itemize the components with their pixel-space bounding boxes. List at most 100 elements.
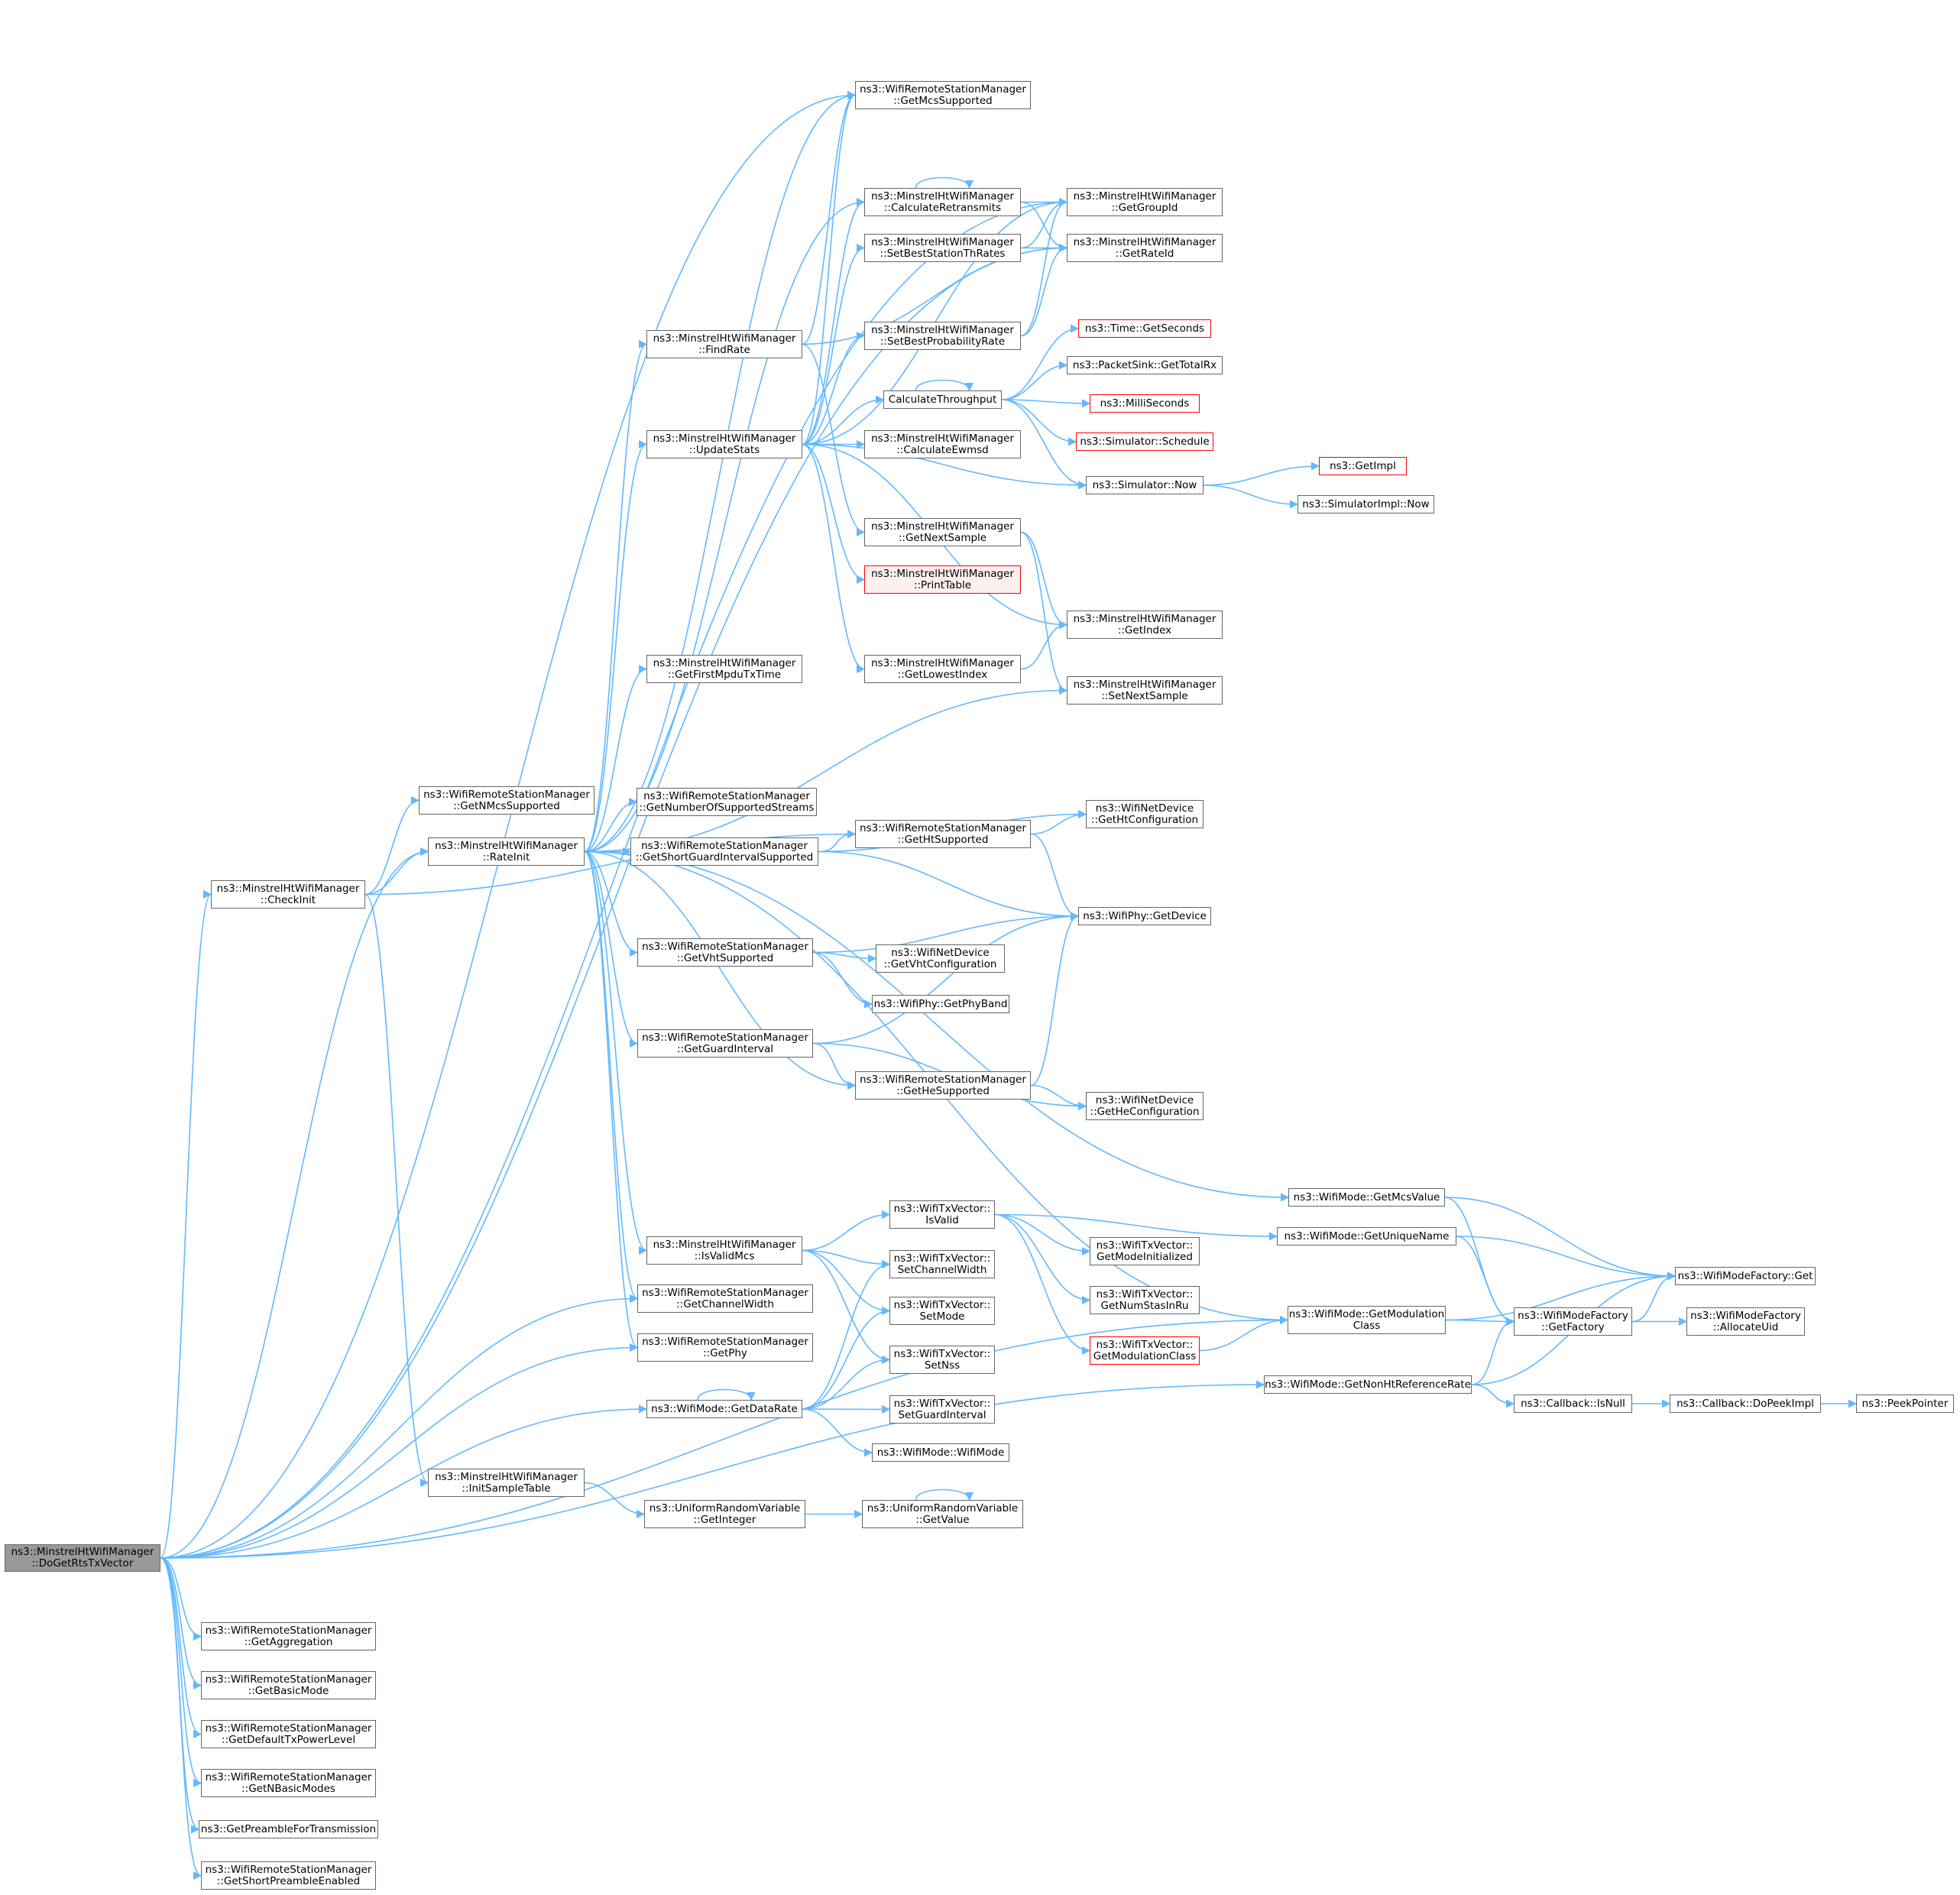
node-calculate-throughput[interactable]: CalculateThroughput — [883, 390, 1002, 409]
node-get-modulation-class-tx[interactable]: ns3::WifiTxVector:: GetModulationClass — [1090, 1336, 1200, 1365]
node-init-sample-table[interactable]: ns3::MinstrelHtWifiManager ::InitSampleT… — [428, 1469, 585, 1497]
node-get-channel-width[interactable]: ns3::WifiRemoteStationManager ::GetChann… — [637, 1284, 813, 1313]
node-get-ht-configuration[interactable]: ns3::WifiNetDevice ::GetHtConfiguration — [1086, 800, 1204, 828]
call-edge — [584, 664, 648, 853]
node-calculate-retransmits[interactable]: ns3::MinstrelHtWifiManager ::CalculateRe… — [864, 188, 1021, 216]
node-get-group-id[interactable]: ns3::MinstrelHtWifiManager ::GetGroupId — [1067, 188, 1223, 216]
node-txvector-is-valid[interactable]: ns3::WifiTxVector:: IsValid — [889, 1200, 995, 1229]
node-get-phy[interactable]: ns3::WifiRemoteStationManager ::GetPhy — [637, 1333, 813, 1362]
node-set-best-station-th-rates[interactable]: ns3::MinstrelHtWifiManager ::SetBestStat… — [864, 234, 1021, 262]
call-edge — [1444, 1197, 1515, 1326]
node-wifi-mode-ctor[interactable]: ns3::WifiMode::WifiMode — [872, 1443, 1009, 1462]
node-print-table[interactable]: ns3::MinstrelHtWifiManager ::PrintTable — [864, 565, 1021, 594]
node-get-short-guard-interval-supported[interactable]: ns3::WifiRemoteStationManager ::GetShort… — [630, 837, 818, 866]
node-urv-get-value[interactable]: ns3::UniformRandomVariable ::GetValue — [862, 1500, 1023, 1528]
call-edge — [802, 395, 885, 445]
node-get-he-supported[interactable]: ns3::WifiRemoteStationManager ::GetHeSup… — [855, 1071, 1031, 1100]
call-edge — [994, 1213, 1091, 1305]
node-packetsink-get-total-rx[interactable]: ns3::PacketSink::GetTotalRx — [1067, 356, 1223, 374]
call-edge — [584, 340, 648, 853]
node-get-mcs-supported[interactable]: ns3::WifiRemoteStationManager ::GetMcsSu… — [855, 81, 1031, 109]
node-update-stats[interactable]: ns3::MinstrelHtWifiManager ::UpdateStats — [646, 430, 802, 458]
node-set-guard-interval[interactable]: ns3::WifiTxVector:: SetGuardInterval — [889, 1395, 995, 1424]
call-edge — [1471, 1317, 1515, 1385]
node-get-impl[interactable]: ns3::GetImpl — [1319, 457, 1407, 475]
node-get-preamble-for-transmission[interactable]: ns3::GetPreambleForTransmission — [199, 1820, 378, 1838]
call-edge — [1199, 1315, 1289, 1352]
node-wifi-mode-factory-get-factory[interactable]: ns3::WifiModeFactory ::GetFactory — [1514, 1307, 1632, 1336]
call-edge — [697, 1388, 756, 1401]
call-edge — [1020, 531, 1068, 695]
node-time-get-seconds[interactable]: ns3::Time::GetSeconds — [1078, 319, 1211, 338]
node-get-index[interactable]: ns3::MinstrelHtWifiManager ::GetIndex — [1067, 611, 1223, 639]
call-edge — [994, 1213, 1278, 1241]
node-get-aggregation[interactable]: ns3::WifiRemoteStationManager ::GetAggre… — [201, 1622, 376, 1650]
node-get-phy-band[interactable]: ns3::WifiPhy::GetPhyBand — [872, 995, 1009, 1013]
node-get-short-preamble-enabled[interactable]: ns3::WifiRemoteStationManager ::GetShort… — [201, 1861, 376, 1890]
call-edge — [1030, 912, 1080, 1087]
call-edge — [802, 443, 1087, 490]
call-edge — [584, 850, 639, 1048]
node-get-ht-supported[interactable]: ns3::WifiRemoteStationManager ::GetHtSup… — [855, 820, 1031, 848]
node-check-init[interactable]: ns3::MinstrelHtWifiManager ::CheckInit — [211, 880, 365, 909]
node-is-valid-mcs[interactable]: ns3::MinstrelHtWifiManager ::IsValidMcs — [646, 1236, 802, 1265]
call-edge — [812, 1042, 857, 1090]
node-get-mcs-value[interactable]: ns3::WifiMode::GetMcsValue — [1288, 1188, 1445, 1207]
node-get-modulation-class[interactable]: ns3::WifiMode::GetModulation Class — [1288, 1306, 1446, 1334]
call-edge — [364, 829, 857, 896]
call-edge — [584, 440, 648, 853]
node-get-data-rate[interactable]: ns3::WifiMode::GetDataRate — [646, 1400, 802, 1418]
node-simulator-now[interactable]: ns3::Simulator::Now — [1086, 476, 1204, 494]
node-set-next-sample[interactable]: ns3::MinstrelHtWifiManager ::SetNextSamp… — [1067, 676, 1223, 705]
call-edge — [584, 1482, 646, 1519]
node-simulator-impl-now[interactable]: ns3::SimulatorImpl::Now — [1297, 495, 1434, 513]
node-callback-do-peek-impl[interactable]: ns3::Callback::DoPeekImpl — [1670, 1395, 1821, 1413]
call-edge — [1456, 1236, 1677, 1281]
node-allocate-uid[interactable]: ns3::WifiModeFactory ::AllocateUid — [1686, 1307, 1805, 1336]
call-edge — [160, 890, 212, 1559]
node-find-rate[interactable]: ns3::MinstrelHtWifiManager ::FindRate — [646, 330, 802, 358]
node-get-first-mpdu-tx-time[interactable]: ns3::MinstrelHtWifiManager ::GetFirstMpd… — [646, 655, 802, 683]
node-get-nmcs-supported[interactable]: ns3::WifiRemoteStationManager ::GetNMcsS… — [419, 786, 594, 815]
node-get-mode-initialized[interactable]: ns3::WifiTxVector:: GetModeInitialized — [1090, 1237, 1200, 1265]
node-wifi-mode-factory-get[interactable]: ns3::WifiModeFactory::Get — [1675, 1267, 1816, 1285]
node-get-basic-mode[interactable]: ns3::WifiRemoteStationManager ::GetBasic… — [201, 1671, 376, 1699]
node-get-non-ht-reference-rate[interactable]: ns3::WifiMode::GetNonHtReferenceRate — [1264, 1375, 1472, 1394]
node-urv-get-integer[interactable]: ns3::UniformRandomVariable ::GetInteger — [644, 1500, 805, 1528]
node-peek-pointer[interactable]: ns3::PeekPointer — [1856, 1395, 1954, 1413]
node-get-vht-configuration[interactable]: ns3::WifiNetDevice ::GetVhtConfiguration — [876, 944, 1005, 973]
node-get-rate-id[interactable]: ns3::MinstrelHtWifiManager ::GetRateId — [1067, 234, 1223, 262]
call-edge — [1001, 361, 1068, 400]
node-set-channel-width[interactable]: ns3::WifiTxVector:: SetChannelWidth — [889, 1250, 995, 1278]
node-get-n-basic-modes[interactable]: ns3::WifiRemoteStationManager ::GetNBasi… — [201, 1769, 376, 1797]
node-get-guard-interval[interactable]: ns3::WifiRemoteStationManager ::GetGuard… — [637, 1029, 813, 1058]
node-calculate-ewmsd[interactable]: ns3::MinstrelHtWifiManager ::CalculateEw… — [864, 430, 1021, 458]
node-rate-init[interactable]: ns3::MinstrelHtWifiManager ::RateInit — [428, 837, 585, 866]
node-get-next-sample[interactable]: ns3::MinstrelHtWifiManager ::GetNextSamp… — [864, 518, 1021, 546]
node-callback-is-null[interactable]: ns3::Callback::IsNull — [1514, 1395, 1632, 1413]
node-get-vht-supported[interactable]: ns3::WifiRemoteStationManager ::GetVhtSu… — [637, 938, 813, 967]
node-get-num-stas-in-ru[interactable]: ns3::WifiTxVector:: GetNumStasInRu — [1090, 1286, 1200, 1314]
node-milliseconds[interactable]: ns3::MilliSeconds — [1090, 394, 1200, 413]
node-wifiphy-get-device[interactable]: ns3::WifiPhy::GetDevice — [1078, 907, 1211, 925]
call-edge — [160, 197, 1068, 1559]
call-edge — [802, 331, 866, 445]
call-edge — [1203, 484, 1299, 509]
node-get-number-of-supported-streams[interactable]: ns3::WifiRemoteStationManager ::GetNumbe… — [637, 788, 817, 816]
call-edge — [1471, 1384, 1515, 1408]
node-set-nss[interactable]: ns3::WifiTxVector:: SetNss — [889, 1346, 995, 1374]
call-edge — [812, 951, 873, 1009]
call-edge — [802, 1259, 891, 1410]
call-edge — [160, 1557, 202, 1788]
call-edge — [584, 850, 639, 1352]
node-get-unique-name[interactable]: ns3::WifiMode::GetUniqueName — [1277, 1227, 1456, 1246]
node-get-lowest-index[interactable]: ns3::MinstrelHtWifiManager ::GetLowestIn… — [864, 655, 1021, 683]
node-get-he-configuration[interactable]: ns3::WifiNetDevice ::GetHeConfiguration — [1086, 1092, 1204, 1120]
node-set-best-probability-rate[interactable]: ns3::MinstrelHtWifiManager ::SetBestProb… — [864, 322, 1021, 350]
node-set-mode[interactable]: ns3::WifiTxVector:: SetMode — [889, 1297, 995, 1325]
call-edge — [915, 1488, 974, 1501]
node-simulator-schedule[interactable]: ns3::Simulator::Schedule — [1076, 432, 1213, 451]
node-get-default-tx-power-level[interactable]: ns3::WifiRemoteStationManager ::GetDefau… — [201, 1720, 376, 1748]
call-edge — [1001, 399, 1077, 446]
call-edge — [1001, 324, 1080, 400]
